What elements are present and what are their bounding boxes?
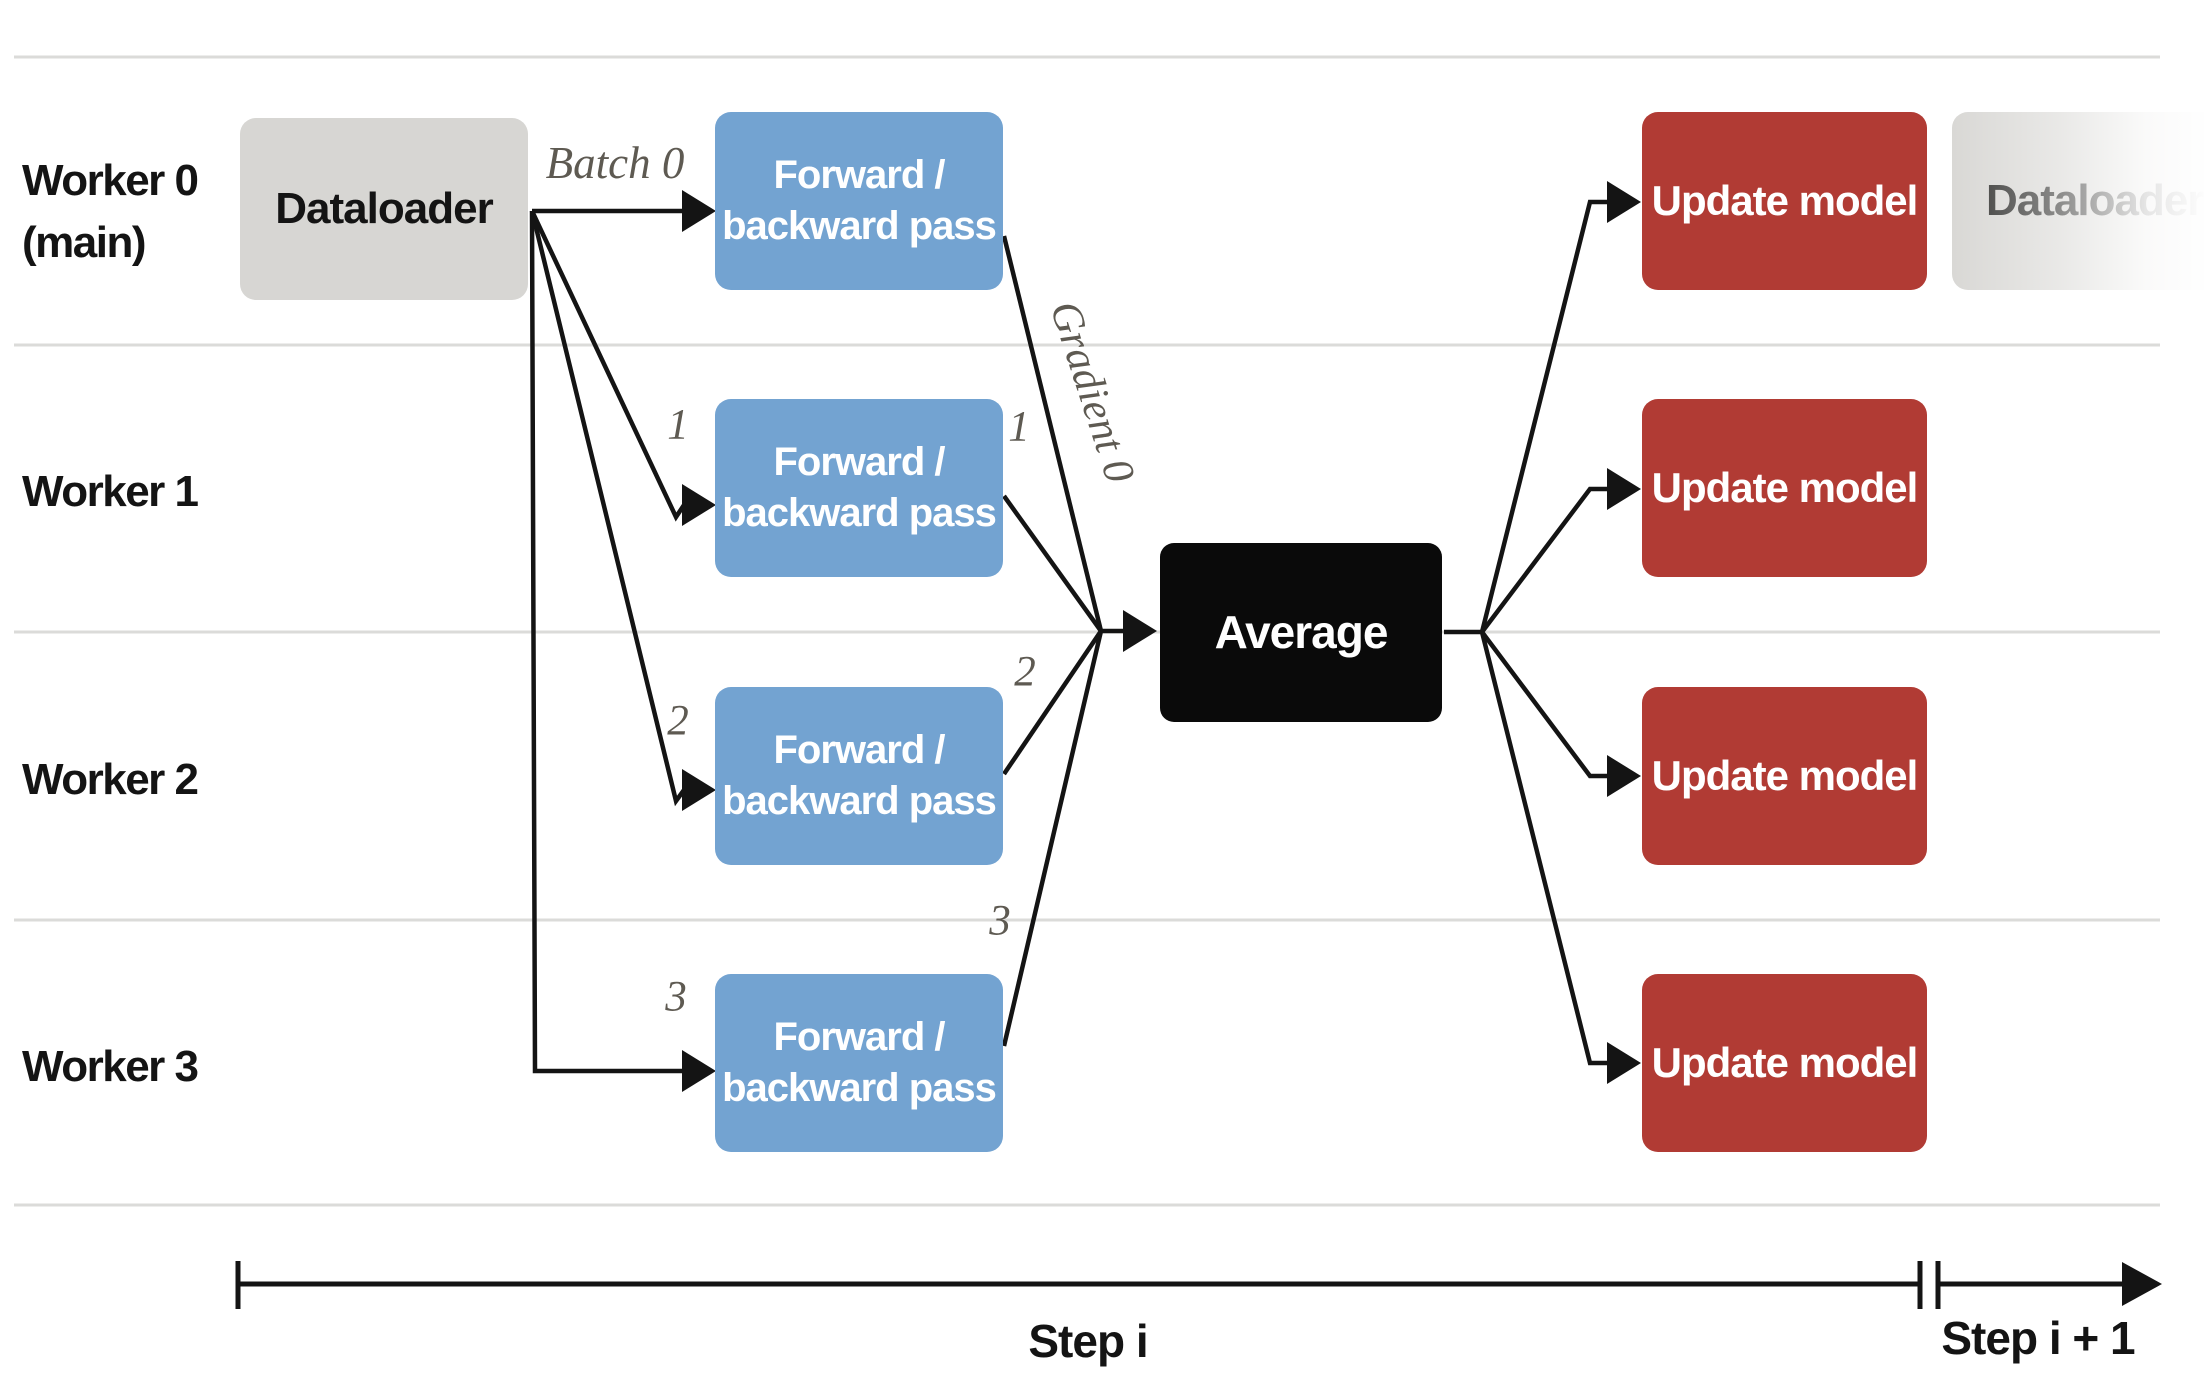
- dataloader-node: Dataloader: [240, 118, 528, 300]
- worker-3-label: Worker 3: [22, 1042, 199, 1091]
- arrowhead: [682, 190, 716, 232]
- forward-backward-node-1: Forward / backward pass: [715, 399, 1003, 577]
- fb-line2: backward pass: [722, 779, 997, 823]
- average-node: Average: [1160, 543, 1442, 722]
- fb-line1: Forward /: [773, 1014, 945, 1059]
- batch-1-label: 1: [667, 401, 689, 449]
- fb-line2: backward pass: [722, 491, 997, 535]
- batch-0-label: Batch 0: [545, 138, 685, 188]
- edge-update-1: [1480, 486, 1610, 634]
- gradient-3-label: 3: [989, 897, 1011, 945]
- worker-0-name: Worker 0: [22, 156, 199, 205]
- arrowhead: [682, 769, 716, 811]
- edge-update-2: [1480, 630, 1610, 779]
- worker-1-label: Worker 1: [22, 467, 199, 516]
- fade-overlay: [1940, 100, 2204, 302]
- batch-2-label: 2: [667, 697, 689, 745]
- worker-0-label: Worker 0 (main): [22, 150, 199, 273]
- edge-gradient-2: [1002, 629, 1103, 776]
- step-i-label: Step i: [1028, 1315, 1148, 1367]
- edge-batch-2: [529, 210, 686, 807]
- arrowhead: [682, 484, 716, 526]
- edge-gradient-3: [1001, 630, 1104, 1047]
- step-i-plus-1-label: Step i + 1: [1941, 1312, 2135, 1364]
- batch-3-label: 3: [665, 973, 687, 1021]
- worker-0-main-tag: (main): [22, 217, 146, 267]
- gradient-1-label: 1: [1008, 403, 1030, 451]
- edge-batch-1: [529, 210, 686, 522]
- arrowhead: [1607, 755, 1641, 797]
- edge-update-3: [1479, 631, 1610, 1066]
- fb-line1: Forward /: [773, 727, 945, 772]
- update-model-node-3: Update model: [1642, 974, 1927, 1152]
- fb-line1: Forward /: [773, 152, 945, 197]
- fb-line2: backward pass: [722, 1066, 997, 1110]
- next-dataloader-group: Dataloader: [1940, 100, 2204, 302]
- arrowhead: [1607, 1042, 1641, 1084]
- fb-line1: Forward /: [773, 439, 945, 484]
- update-model-node-2: Update model: [1642, 687, 1927, 865]
- edge-update-0: [1479, 199, 1610, 633]
- arrowhead: [1607, 468, 1641, 510]
- edge-gradient-0: [1001, 235, 1104, 632]
- update-model-node-1: Update model: [1642, 399, 1927, 577]
- forward-backward-node-2: Forward / backward pass: [715, 687, 1003, 865]
- forward-backward-node-3: Forward / backward pass: [715, 974, 1003, 1152]
- forward-backward-node-0: Forward / backward pass: [715, 112, 1003, 290]
- edge-gradient-1: [1002, 494, 1103, 633]
- worker-2-label: Worker 2: [22, 755, 199, 804]
- update-model-node-0: Update model: [1642, 112, 1927, 290]
- gradient-2-label: 2: [1014, 648, 1036, 696]
- fb-line2: backward pass: [722, 204, 997, 248]
- edge-batch-3: [529, 210, 684, 1074]
- timeline-arrowhead: [2122, 1262, 2162, 1306]
- arrowhead: [1123, 610, 1157, 652]
- arrowhead: [1607, 181, 1641, 223]
- arrowhead: [682, 1050, 716, 1092]
